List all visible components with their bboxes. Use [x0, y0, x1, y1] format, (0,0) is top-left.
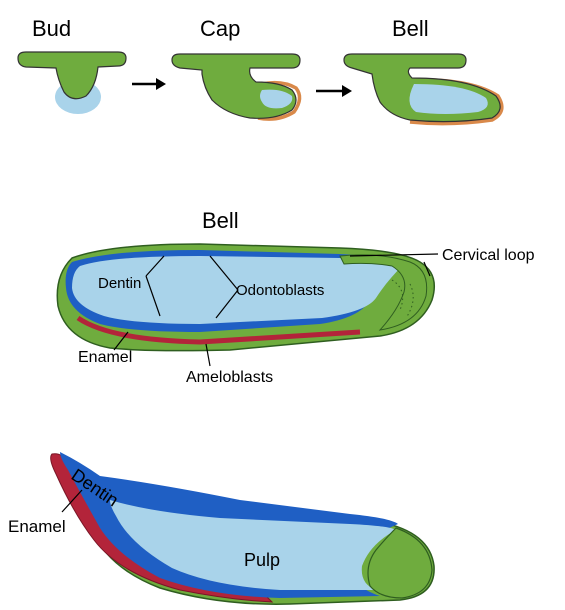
label-bell-enamel: Enamel — [78, 349, 132, 366]
bell-section-title: Bell — [202, 208, 239, 233]
stage-label-bell: Bell — [392, 16, 429, 41]
stage-label-cap: Cap — [200, 16, 240, 41]
label-tooth-enamel: Enamel — [8, 517, 66, 536]
tooth-section-illustration — [51, 452, 434, 604]
label-cervical-loop: Cervical loop — [442, 247, 535, 264]
bud-epithelium — [18, 52, 126, 99]
arrow-bud-to-cap — [132, 78, 166, 90]
bud-stage-illustration — [18, 52, 126, 114]
cap-epithelium — [172, 54, 300, 118]
label-pulp: Pulp — [244, 550, 280, 570]
bell-stage-illustration — [344, 54, 502, 124]
label-odontoblasts: Odontoblasts — [236, 282, 324, 299]
arrow-cap-to-bell — [316, 85, 352, 97]
cap-stage-illustration — [172, 54, 300, 119]
label-bell-dentin: Dentin — [98, 275, 141, 292]
stage-label-bud: Bud — [32, 16, 71, 41]
label-ameloblasts: Ameloblasts — [186, 369, 273, 386]
